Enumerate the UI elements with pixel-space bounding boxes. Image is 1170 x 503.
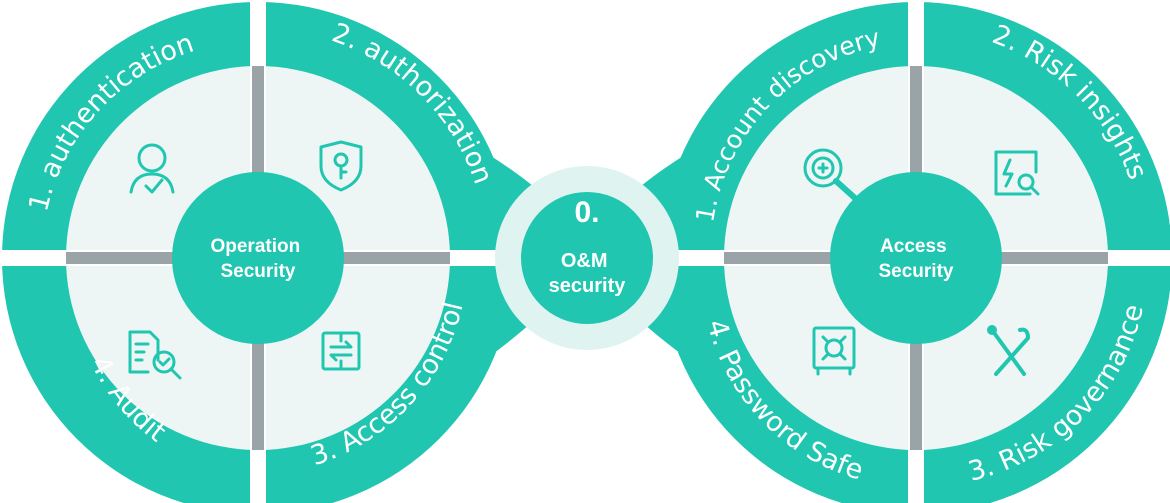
access-security-wheel: Access Security 1. Account discovery 2. … (658, 0, 1170, 503)
hub-circle (521, 192, 653, 324)
audit-document-icon (128, 330, 182, 380)
right-center-title: Access Security (879, 236, 954, 282)
safe-icon (812, 326, 856, 376)
shield-key-icon (319, 140, 363, 192)
left-center-circle (172, 172, 344, 344)
tools-icon (987, 325, 1030, 376)
magnifier-icon (803, 148, 869, 211)
risk-insights-icon (994, 150, 1040, 196)
access-control-icon (321, 331, 361, 371)
right-center-circle (830, 172, 1002, 344)
hub-title: O&M security (549, 250, 627, 297)
hub-logo: 0. (574, 196, 599, 229)
left-center-title: Operation Security (210, 236, 305, 282)
operation-security-wheel: Operation Security 1. authentication 2. … (0, 0, 516, 503)
user-check-icon (129, 143, 175, 194)
om-security-hub: 0. O&M security (495, 166, 679, 350)
